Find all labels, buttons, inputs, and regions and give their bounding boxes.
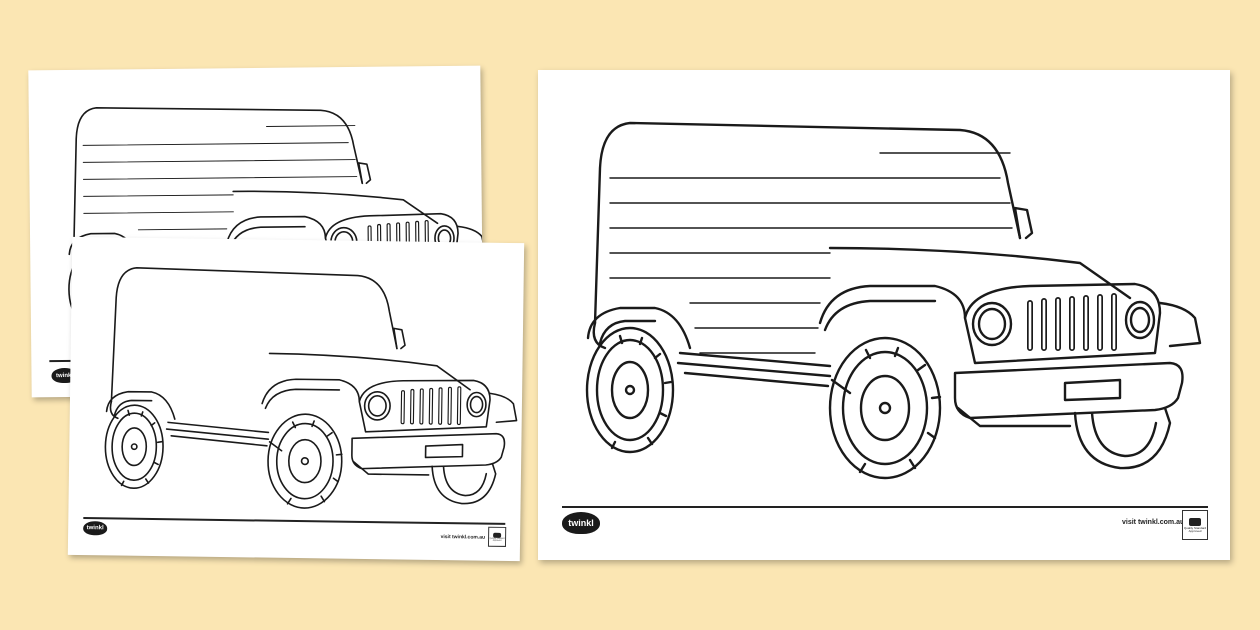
badge-line-1: Quality Standard: [1183, 525, 1207, 530]
middle-sheet-blank: twinkl visit twinkl.com.au Quality Stand…: [67, 236, 525, 562]
twinkl-logo-icon: twinkl: [562, 512, 600, 534]
badge-line-2: Approved: [492, 539, 502, 542]
quality-badge-icon: Quality Standard Approved: [487, 526, 507, 547]
twinkl-logo-icon: twinkl: [83, 521, 108, 536]
visit-website-text: visit twinkl.com.au: [440, 534, 486, 541]
jeep-drawing-icon: [538, 70, 1230, 560]
jeep-drawing-icon: [68, 237, 524, 561]
front-sheet-lined: twinkl visit twinkl.com.au Quality Stand…: [538, 70, 1230, 560]
twinkl-logo-text: twinkl: [86, 525, 104, 532]
badge-line-2: Approved: [1188, 528, 1202, 533]
quality-badge-icon: Quality Standard Approved: [1182, 510, 1208, 540]
visit-website-text: visit twinkl.com.au: [1122, 519, 1185, 526]
twinkl-logo-text: twinkl: [568, 518, 594, 528]
